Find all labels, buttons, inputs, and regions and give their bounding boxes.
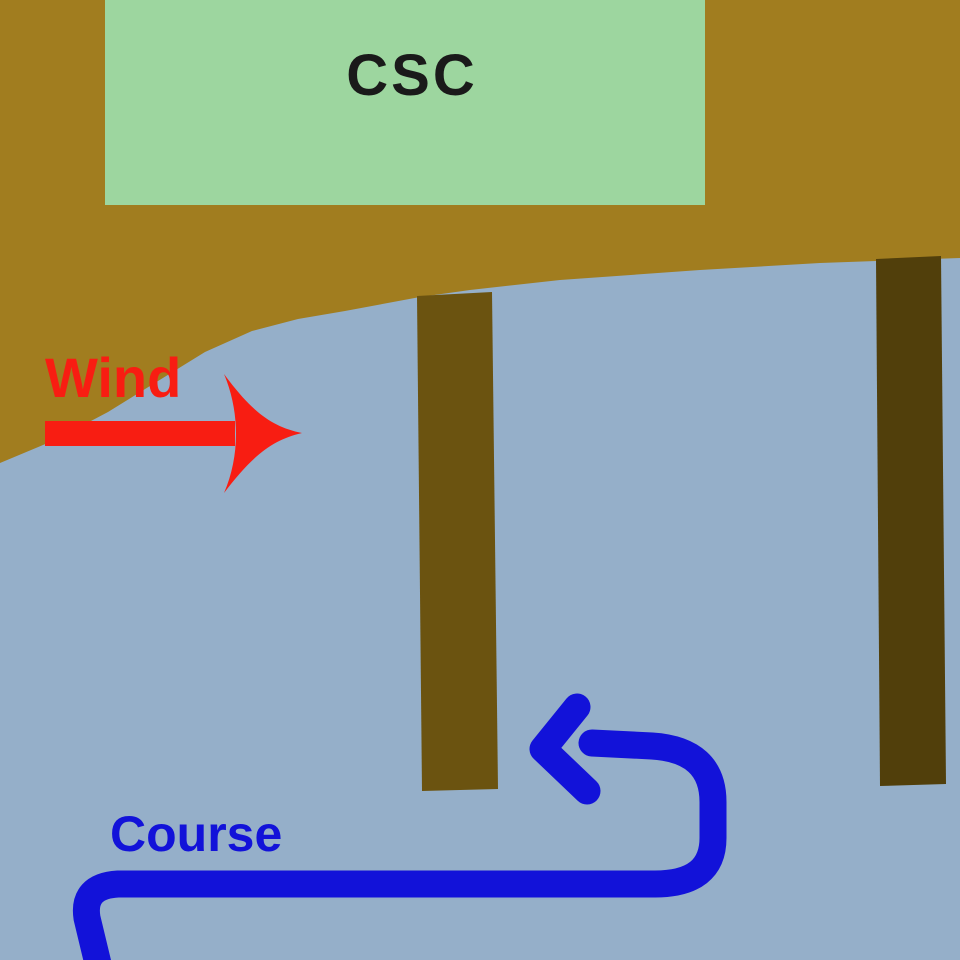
dock-left xyxy=(417,292,498,791)
course-label: Course xyxy=(110,806,282,862)
wind-arrow-shaft xyxy=(45,421,235,446)
course-arrowhead xyxy=(529,693,601,805)
dock-right xyxy=(876,256,946,786)
csc-building-label: CSC xyxy=(346,43,477,108)
course-path xyxy=(72,729,727,960)
csc-building xyxy=(105,0,705,205)
wind-label: Wind xyxy=(45,346,181,409)
wind-arrow-head xyxy=(224,374,302,493)
